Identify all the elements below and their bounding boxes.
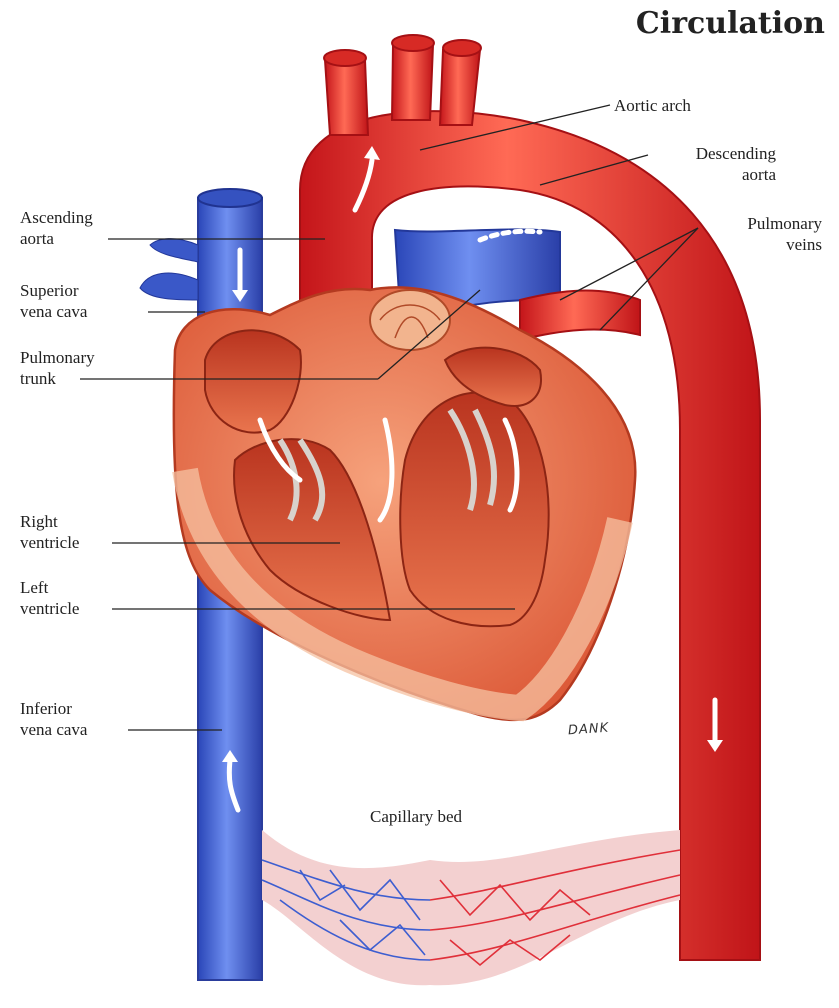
label-descending-aorta: Descending aorta	[650, 143, 776, 185]
label-right-ventricle: Right ventricle	[20, 511, 79, 553]
label-aortic-arch: Aortic arch	[614, 95, 691, 116]
left-ventricle	[400, 393, 548, 627]
label-ascending-aorta: Ascending aorta	[20, 207, 93, 249]
page-title: Circulation	[636, 6, 825, 41]
label-pulmonary-trunk: Pulmonary trunk	[20, 347, 95, 389]
artist-signature: DANK	[568, 721, 610, 739]
label-left-ventricle: Left ventricle	[20, 577, 79, 619]
label-superior-vena-cava: Superior vena cava	[20, 280, 87, 322]
vena-cava-top-opening	[198, 189, 262, 207]
pulmonary-vein	[520, 291, 640, 340]
label-pulmonary-veins: Pulmonary veins	[700, 213, 822, 255]
label-inferior-vena-cava: Inferior vena cava	[20, 698, 87, 740]
label-capillary-bed: Capillary bed	[370, 806, 462, 827]
